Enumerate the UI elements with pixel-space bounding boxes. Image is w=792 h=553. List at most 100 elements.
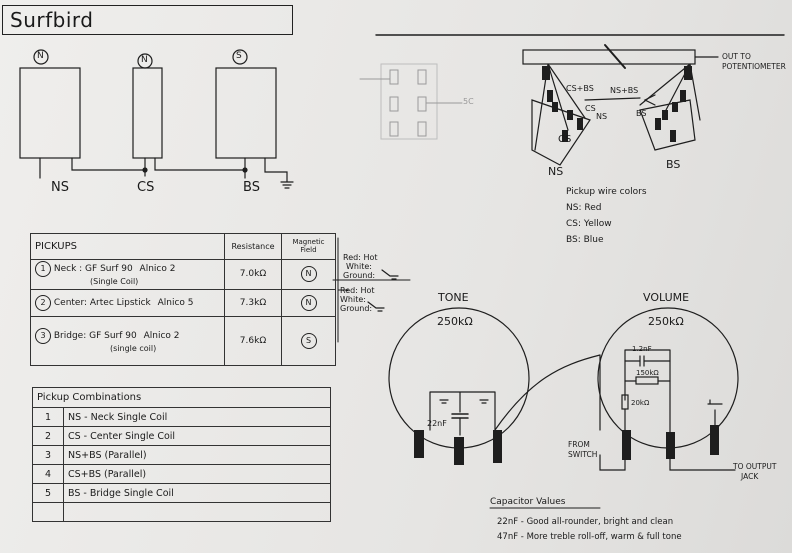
- label-cs-bs: CS+BS: [566, 84, 594, 93]
- pickup-magnet: Alnico 2: [139, 264, 176, 275]
- label-ns-bs: NS+BS: [610, 86, 639, 95]
- wire-colors-title: Pickup wire colors: [566, 187, 647, 197]
- table-row: 3 Bridge: GF Surf 90 Alnico 2 (single co…: [30, 315, 336, 367]
- pickup-field: N: [300, 266, 317, 283]
- cap-value-47: 47nF - More treble roll-off, warm & full…: [497, 532, 682, 542]
- field-circle-right: [232, 49, 248, 65]
- field-circle-left: [33, 49, 49, 65]
- note-b-white: White:: [340, 295, 366, 304]
- combo-num: 2: [32, 426, 64, 446]
- combo-num: 1: [32, 407, 64, 427]
- out-to-line2: POTENTIOMETER: [722, 62, 786, 71]
- combo-text: NS+BS (Parallel): [63, 445, 331, 465]
- field-middle: N: [141, 55, 148, 65]
- pickup-sub: (single coil): [110, 343, 157, 353]
- table-bracket: [332, 237, 411, 343]
- table-row: 1 Neck : GF Surf 90 Alnico 2 (Single Coi…: [30, 258, 336, 291]
- field-circle-middle: [137, 53, 153, 69]
- combo-num: 4: [32, 464, 64, 484]
- pickup-field-cell: S: [281, 315, 336, 367]
- table-row: 2 Center: Artec Lipstick Alnico 5 7.3kΩ …: [30, 289, 336, 317]
- label-cs: CS: [137, 180, 155, 195]
- volume-label: VOLUME: [643, 291, 690, 304]
- row-number: 3: [35, 327, 51, 344]
- pickup-cell: 2 Center: Artec Lipstick Alnico 5: [30, 289, 225, 317]
- combo-text: CS - Center Single Coil: [63, 426, 331, 446]
- label-ns-bottom: NS: [548, 165, 564, 178]
- pickup-sub: (Single Coil): [90, 277, 139, 287]
- output-line2: JACK: [741, 472, 759, 481]
- pickups-header-row: PICKUPS Resistance Magnetic Field: [30, 233, 336, 260]
- pickup-field-cell: N: [281, 258, 336, 291]
- from-switch-line2: SWITCH: [568, 450, 598, 459]
- label-bs-small: BS: [636, 109, 647, 118]
- output-line1: TO OUTPUT: [733, 462, 777, 471]
- from-switch-label: FROM SWITCH: [568, 440, 597, 460]
- pickup-magnet: Alnico 2: [143, 330, 180, 341]
- switch-label: 5C: [463, 97, 474, 106]
- ground-note-a: [381, 269, 399, 280]
- page-title: Surfbird: [10, 8, 94, 32]
- pickup-resistance: 7.6kΩ: [224, 315, 282, 367]
- note-a-red: Red: Hot: [343, 253, 378, 262]
- pickup-lead-ns: [39, 157, 146, 179]
- combinations-header: Pickup Combinations: [32, 387, 331, 408]
- pickup-resistance: 7.3kΩ: [224, 289, 282, 317]
- pickup-field: N: [300, 295, 317, 312]
- label-cs-small: CS: [585, 104, 596, 113]
- label-cs-bottom: CS: [558, 134, 572, 145]
- wire-note-a: Red: Hot White: Ground:: [343, 253, 377, 280]
- output-jack-label: TO OUTPUT JACK: [733, 462, 776, 482]
- resistance-header: Resistance: [224, 233, 282, 260]
- wire-color-ns: NS: Red: [566, 203, 602, 213]
- tone-lugs: [414, 430, 502, 465]
- volume-res2: 20kΩ: [631, 399, 650, 407]
- ground-note-b: [367, 301, 385, 312]
- combo-text: BS - Bridge Single Coil: [63, 483, 331, 503]
- tone-pot: [388, 307, 530, 449]
- pickup-resistance: 7.0kΩ: [224, 258, 282, 291]
- note-a-white: White:: [346, 262, 372, 271]
- pickup-cell: 1 Neck : GF Surf 90 Alnico 2 (Single Coi…: [30, 258, 225, 291]
- wire-color-bs: BS: Blue: [566, 235, 604, 245]
- pickup-cell: 3 Bridge: GF Surf 90 Alnico 2 (single co…: [30, 315, 225, 367]
- pickup-neck-body: [19, 67, 81, 159]
- switch-faint: [359, 63, 463, 140]
- tone-label: TONE: [438, 291, 469, 304]
- switch-contacts: [542, 66, 692, 142]
- junction-cs: [142, 167, 148, 173]
- field-left: N: [37, 51, 44, 61]
- wire-color-cs: CS: Yellow: [566, 219, 612, 229]
- row-number: 2: [35, 295, 51, 312]
- cap-values-title: Capacitor Values: [490, 497, 566, 507]
- pickup-name: Bridge: GF Surf 90: [53, 330, 137, 341]
- pickups-header: PICKUPS: [30, 233, 225, 260]
- junction-bs: [242, 167, 248, 173]
- pickup-name: Neck : GF Surf 90: [53, 264, 133, 275]
- note-a-ground: Ground:: [343, 271, 376, 280]
- pickups-table: PICKUPS Resistance Magnetic Field 1 Neck…: [30, 233, 336, 367]
- volume-cap: 1.2nF: [632, 345, 652, 353]
- combo-num: 3: [32, 445, 64, 465]
- pickup-name: Center: Artec Lipstick: [53, 298, 151, 309]
- pickup-magnet: Alnico 5: [157, 298, 194, 309]
- label-bs-bottom: BS: [666, 158, 681, 171]
- label-bs: BS: [243, 180, 260, 195]
- pickup-center-body: [132, 67, 163, 159]
- combo-text: NS - Neck Single Coil: [63, 407, 331, 427]
- combinations-header-row: Pickup Combinations: [32, 387, 331, 408]
- label-ns: NS: [51, 180, 69, 195]
- row-number: 1: [35, 261, 51, 278]
- ground-symbol: [264, 157, 294, 189]
- combo-text: CS+BS (Parallel): [63, 464, 331, 484]
- from-switch-line1: FROM: [568, 440, 590, 449]
- pickup-lead-cs: [154, 157, 246, 179]
- combo-num: 5: [32, 483, 64, 503]
- tone-value: 250kΩ: [437, 315, 473, 328]
